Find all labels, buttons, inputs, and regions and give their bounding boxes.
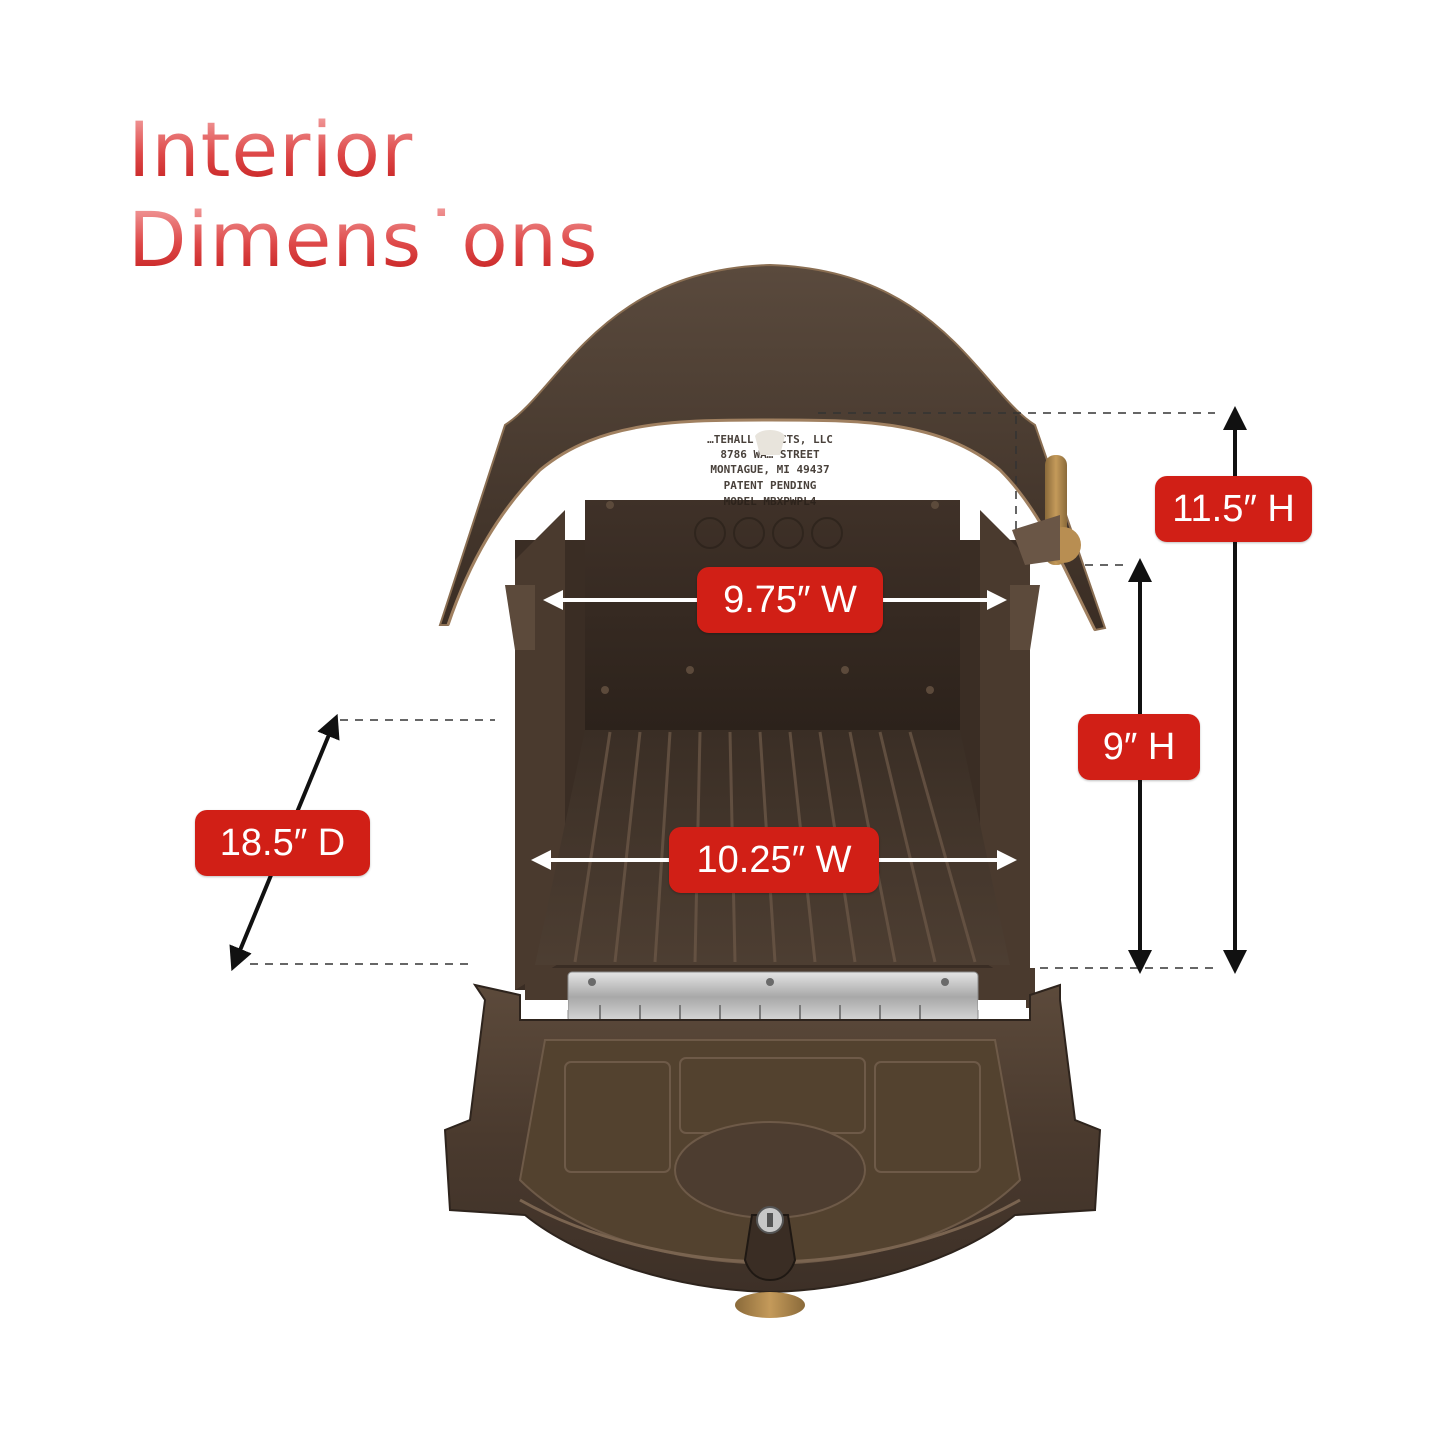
mailbox-body: …TEHALL …DUCTS, LLC 8786 WA… STREET MONT… [515,433,1030,990]
mailbox-door [443,983,1102,1318]
stamp-line-3: MONTAGUE, MI 49437 [710,463,829,476]
door-lock-icon [743,1206,797,1282]
width-bottom-badge: 10.25″ W [669,827,879,893]
mailbox-flag [1012,455,1081,565]
height-inner-badge: 9″ H [1078,714,1200,780]
mailbox-roof [438,263,1107,632]
heading-line-1: Interior [128,105,414,194]
width-top-badge: 9.75″ W [697,567,883,633]
stamp-line-5: MODEL MBXPWPL4 [724,495,817,508]
recycle-stamp-icons [694,517,843,549]
door-hinge [520,968,1035,1023]
height-outer-badge: 11.5″ H [1155,476,1312,542]
roof-latch [755,430,785,455]
depth-badge: 18.5″ D [195,810,370,876]
heading-line-2: Dimens˙ons [128,195,599,284]
stamp-line-4: PATENT PENDING [724,479,817,492]
door-knob [735,1292,805,1318]
